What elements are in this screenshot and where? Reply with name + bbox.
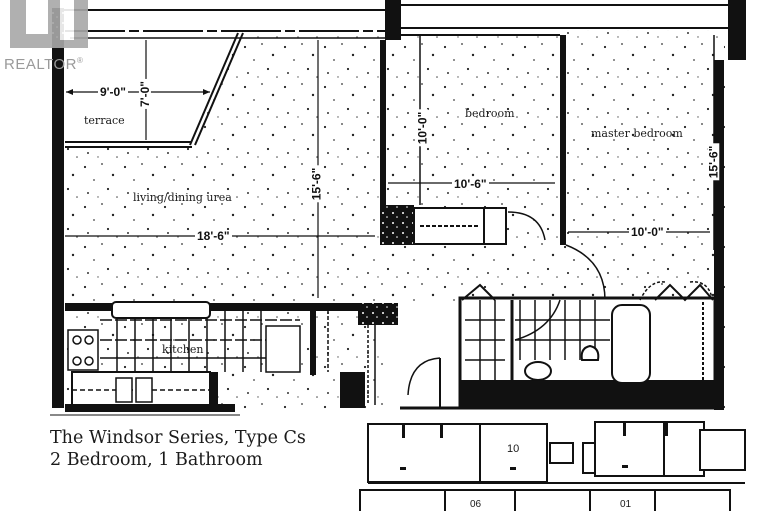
room-label-kitchen: kitchen bbox=[162, 343, 204, 356]
dim-terrace-depth: 7'-0" bbox=[137, 79, 152, 109]
realtor-watermark: REALTOR® bbox=[0, 0, 100, 76]
dim-master-width: 10'-0" bbox=[629, 225, 666, 239]
dim-master-depth: 15'-6" bbox=[706, 143, 721, 181]
dim-living-depth: 15'-6" bbox=[309, 165, 324, 203]
caption-series-type: The Windsor Series, Type Cs bbox=[50, 428, 306, 448]
dim-bedroom-depth: 10'-0" bbox=[415, 109, 430, 147]
key-plan bbox=[359, 421, 746, 511]
keyplan-unit-01: 01 bbox=[620, 499, 632, 510]
dim-bedroom-width: 10'-6" bbox=[452, 177, 489, 191]
room-label-living-dining: living/dining urea bbox=[133, 191, 232, 204]
realtor-wordmark: REALTOR® bbox=[4, 56, 84, 73]
plan-caption: The Windsor Series, Type Cs 2 Bedroom, 1… bbox=[50, 427, 306, 471]
dim-terrace-width: 9'-0" bbox=[98, 85, 128, 99]
keyplan-unit-06: 06 bbox=[470, 499, 482, 510]
caption-bed-bath: 2 Bedroom, 1 Bathroom bbox=[50, 450, 263, 470]
room-label-master-bedroom: master bedroom bbox=[591, 127, 683, 140]
room-label-terrace: terrace bbox=[84, 114, 125, 127]
dim-living-width: 18'-6" bbox=[195, 229, 232, 243]
keyplan-unit-10: 10 bbox=[507, 443, 520, 455]
realtor-logo-icon bbox=[10, 0, 88, 48]
room-label-bedroom: bedroom bbox=[465, 107, 515, 120]
